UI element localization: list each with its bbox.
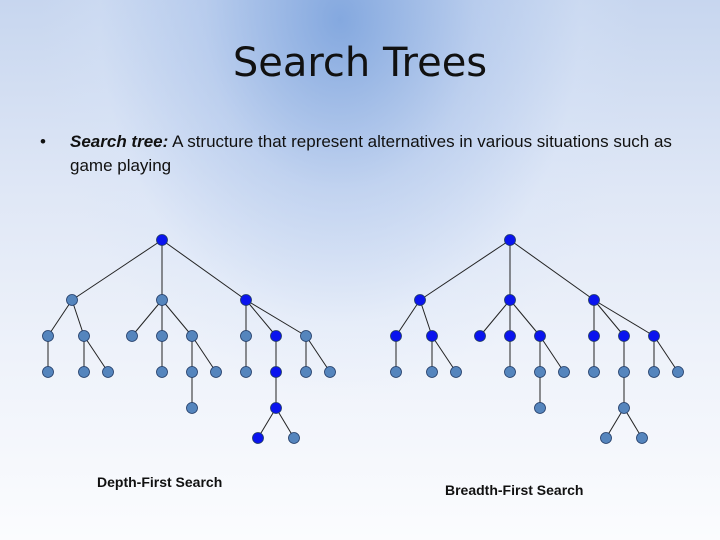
unvisited-node [42, 366, 54, 378]
tree-edge [161, 239, 247, 301]
unvisited-node [288, 432, 300, 444]
breadth-first-search-tree [390, 234, 684, 444]
unvisited-node [186, 330, 198, 342]
tree-edge [419, 239, 511, 301]
visited-node [390, 330, 402, 342]
tree-edge [131, 299, 163, 337]
unvisited-node [126, 330, 138, 342]
visited-node [534, 330, 546, 342]
unvisited-node [534, 366, 546, 378]
visited-node [270, 330, 282, 342]
unvisited-node [558, 366, 570, 378]
tree-edge [509, 299, 541, 337]
visited-node [270, 402, 282, 414]
unvisited-node [240, 330, 252, 342]
tree-edge [419, 299, 433, 337]
unvisited-node [672, 366, 684, 378]
unvisited-node [504, 366, 516, 378]
visited-node [426, 330, 438, 342]
bullet-description: A structure that represent alternatives … [70, 132, 672, 175]
visited-node [252, 432, 264, 444]
tree-edge [431, 335, 457, 373]
visited-node [504, 234, 516, 246]
unvisited-node [186, 402, 198, 414]
tree-edge [191, 335, 217, 373]
unvisited-node [648, 366, 660, 378]
tree-edge [161, 299, 193, 337]
unvisited-node [618, 366, 630, 378]
unvisited-node [66, 294, 78, 306]
unvisited-node [426, 366, 438, 378]
visited-node [270, 366, 282, 378]
visited-node [156, 234, 168, 246]
bullet-term: Search tree: [70, 132, 169, 151]
tree-edge [245, 299, 307, 337]
unvisited-node [78, 330, 90, 342]
tree-edge [47, 299, 73, 337]
visited-node [648, 330, 660, 342]
tree-edge [653, 335, 679, 373]
tree-edge [593, 299, 625, 337]
unvisited-node [78, 366, 90, 378]
unvisited-node [588, 366, 600, 378]
unvisited-node [156, 366, 168, 378]
bullet-text: Search tree: A structure that represent … [70, 130, 680, 178]
unvisited-node [450, 366, 462, 378]
tree-edge [509, 239, 595, 301]
tree-edge [395, 299, 421, 337]
tree-edge [593, 299, 655, 337]
visited-node [240, 294, 252, 306]
visited-node [588, 330, 600, 342]
unvisited-node [156, 294, 168, 306]
unvisited-node [42, 330, 54, 342]
visited-node [474, 330, 486, 342]
tree-edge [71, 299, 85, 337]
unvisited-node [210, 366, 222, 378]
unvisited-node [300, 366, 312, 378]
depth-first-search-tree [42, 234, 336, 444]
visited-node [588, 294, 600, 306]
unvisited-node [600, 432, 612, 444]
visited-node [504, 330, 516, 342]
tree-edge [83, 335, 109, 373]
tree-edge [479, 299, 511, 337]
dfs-caption: Depth-First Search [97, 474, 223, 490]
unvisited-node [300, 330, 312, 342]
bfs-caption: Breadth-First Search [445, 482, 584, 498]
unvisited-node [636, 432, 648, 444]
visited-node [504, 294, 516, 306]
unvisited-node [534, 402, 546, 414]
bullet-marker: • [40, 132, 46, 151]
tree-edge [539, 335, 565, 373]
unvisited-node [390, 366, 402, 378]
visited-node [618, 330, 630, 342]
tree-edge [305, 335, 331, 373]
visited-node [414, 294, 426, 306]
tree-edge [245, 299, 277, 337]
unvisited-node [186, 366, 198, 378]
unvisited-node [156, 330, 168, 342]
unvisited-node [102, 366, 114, 378]
unvisited-node [618, 402, 630, 414]
tree-edge [71, 239, 163, 301]
slide-title: Search Trees [232, 40, 488, 86]
unvisited-node [324, 366, 336, 378]
unvisited-node [240, 366, 252, 378]
